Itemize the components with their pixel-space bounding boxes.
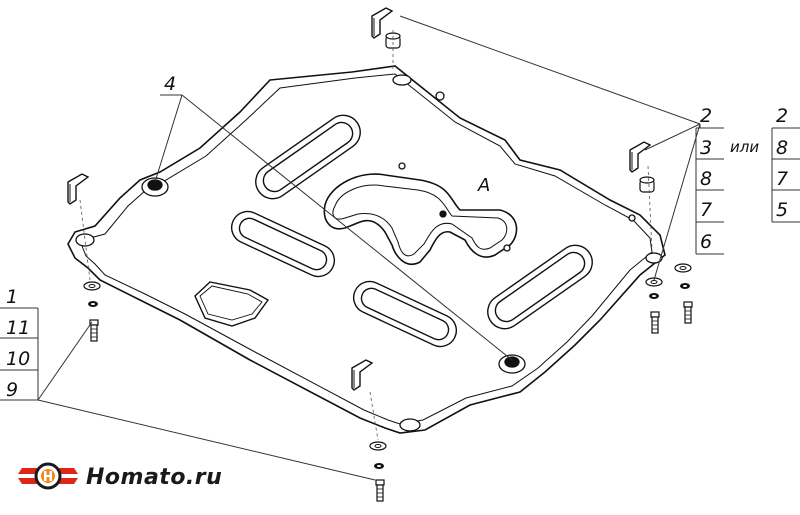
callout-alt-2: 8 [776,137,788,159]
homato-logo[interactable]: Homato.ru [18,462,222,490]
leader-lines [0,15,800,481]
assembly-axes [79,30,653,441]
callout-left-3: 10 [6,348,30,370]
plate-mark: A [477,175,490,196]
callout-right-5: 6 [700,231,712,253]
logo-emblem-icon [18,462,78,490]
callout-alt-3: 7 [776,168,788,190]
alt-word: или [730,138,759,156]
callout-right-2: 3 [700,137,712,159]
callout-right-4: 7 [700,199,712,221]
callout-right-1: 2 [700,105,712,127]
callout-right-3: 8 [700,168,712,190]
callout-labels: 4 2 3 8 7 6 или 2 8 7 5 1 11 10 9 [6,73,788,401]
callout-alt-4: 5 [776,199,788,221]
callout-alt-1: 2 [776,105,788,127]
callout-left-4: 9 [6,379,18,401]
skid-plate [67,65,666,434]
plate-slots [230,114,593,348]
logo-text: Homato.ru [86,465,222,490]
callout-left-1: 1 [6,286,18,308]
mounting-holes [75,74,663,432]
callout-left-2: 11 [6,317,30,339]
callout-4: 4 [164,73,176,95]
